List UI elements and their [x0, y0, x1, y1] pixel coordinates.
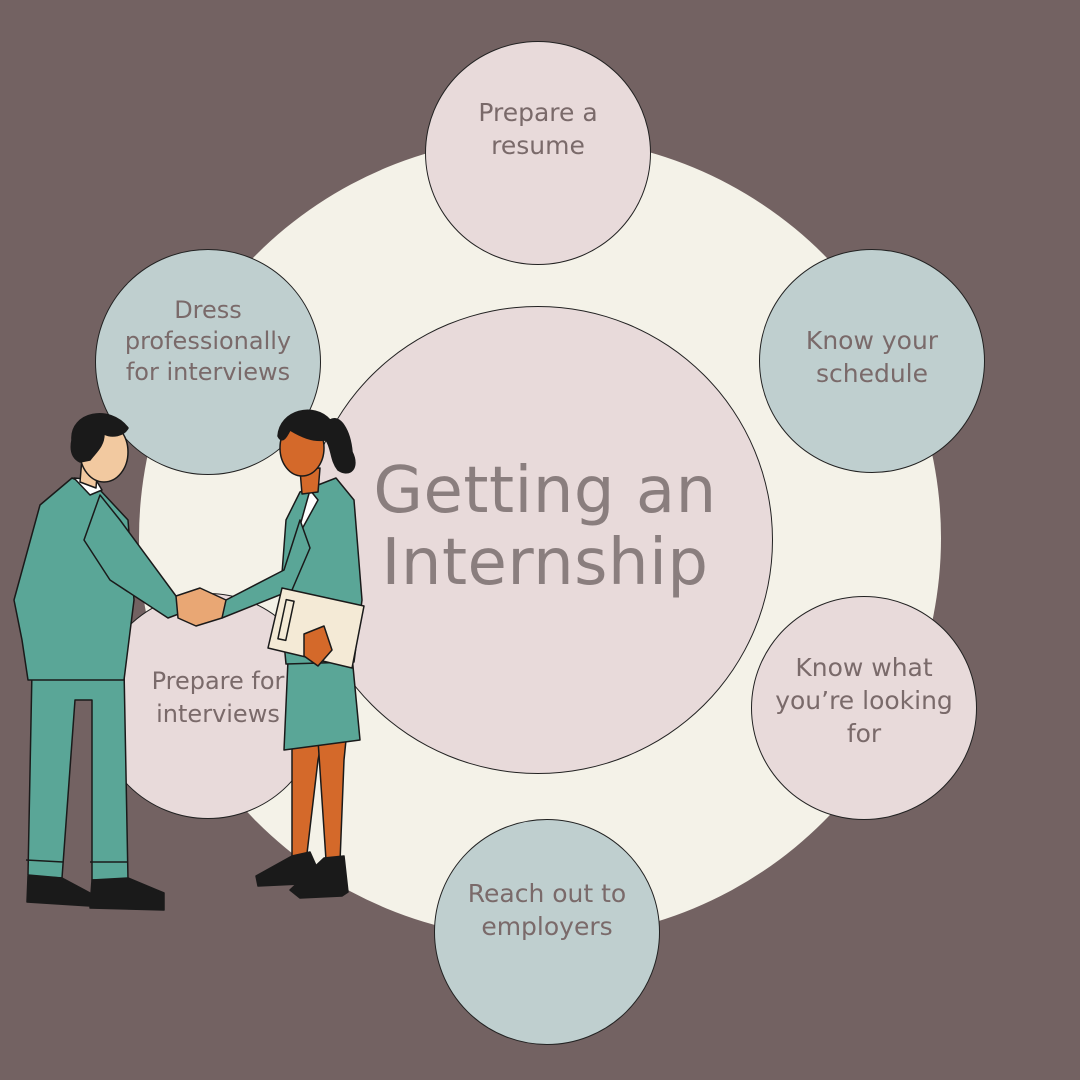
- step-label: Know what you’re looking for: [775, 652, 953, 748]
- step-reach-out: Reach out to employers: [434, 819, 660, 1045]
- woman-shoe-right: [289, 855, 349, 899]
- woman-skirt: [283, 655, 361, 751]
- step-prepare-resume: Prepare a resume: [425, 41, 651, 265]
- man-hair: [70, 413, 129, 463]
- man-shoe-right: [89, 877, 165, 911]
- center-circle: [303, 306, 773, 774]
- step-label: Dress professionally for interviews: [124, 295, 292, 386]
- title-line-1: Getting an: [373, 454, 717, 528]
- man-legs: [27, 667, 129, 881]
- diagram-title: Getting an Internship: [340, 455, 750, 599]
- step-label: Prepare for interviews: [151, 667, 285, 728]
- step-label: Prepare a resume: [478, 98, 598, 160]
- step-label: Know your schedule: [805, 326, 939, 388]
- title-line-2: Internship: [381, 526, 709, 600]
- man-arm: [83, 494, 185, 619]
- step-know-looking-for: Know what you’re looking for: [751, 596, 977, 820]
- step-know-schedule: Know your schedule: [759, 249, 985, 473]
- handshake-hands: [175, 587, 227, 627]
- handshake-illustration: [13, 409, 365, 911]
- man-shoe-left: [26, 875, 91, 907]
- woman-hair: [277, 409, 356, 474]
- step-prepare-interviews: Prepare for interviews: [95, 593, 321, 819]
- woman-legs: [291, 739, 323, 863]
- step-label: Reach out to employers: [467, 879, 627, 941]
